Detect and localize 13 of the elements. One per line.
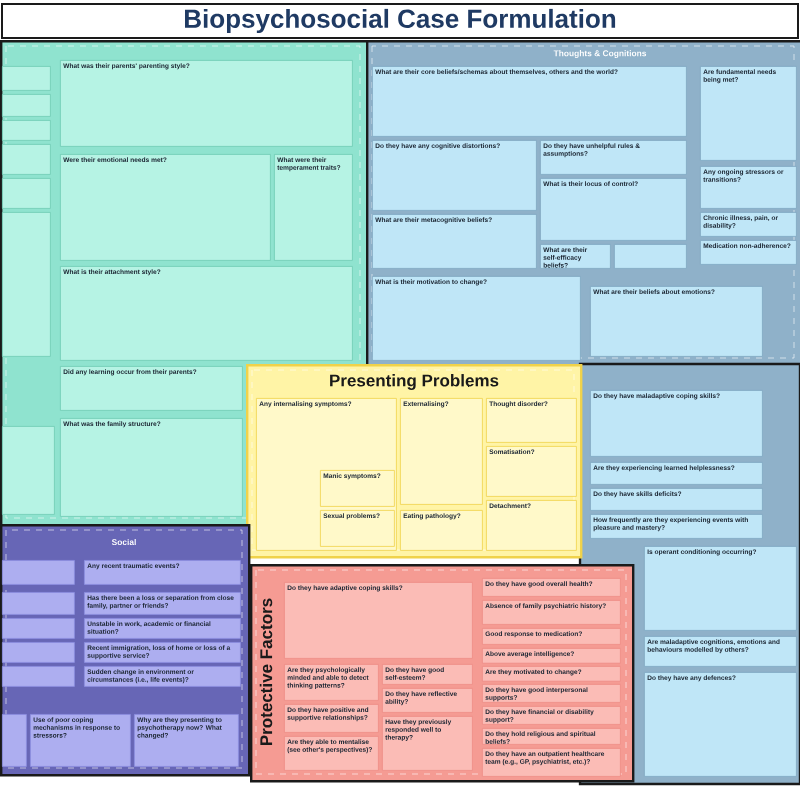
empty-box <box>2 592 75 615</box>
empty-box <box>2 178 51 209</box>
empty-box <box>2 120 51 141</box>
title: Biopsychosocial Case Formulation <box>1 3 799 39</box>
empty-box <box>2 560 75 585</box>
empty-box <box>2 144 51 175</box>
empty-box <box>2 642 75 663</box>
empty-box <box>2 66 51 91</box>
empty-box <box>2 94 51 117</box>
empty-box <box>2 714 27 767</box>
empty-box <box>2 618 75 639</box>
empty-box <box>2 666 75 687</box>
empty-box <box>2 426 55 515</box>
